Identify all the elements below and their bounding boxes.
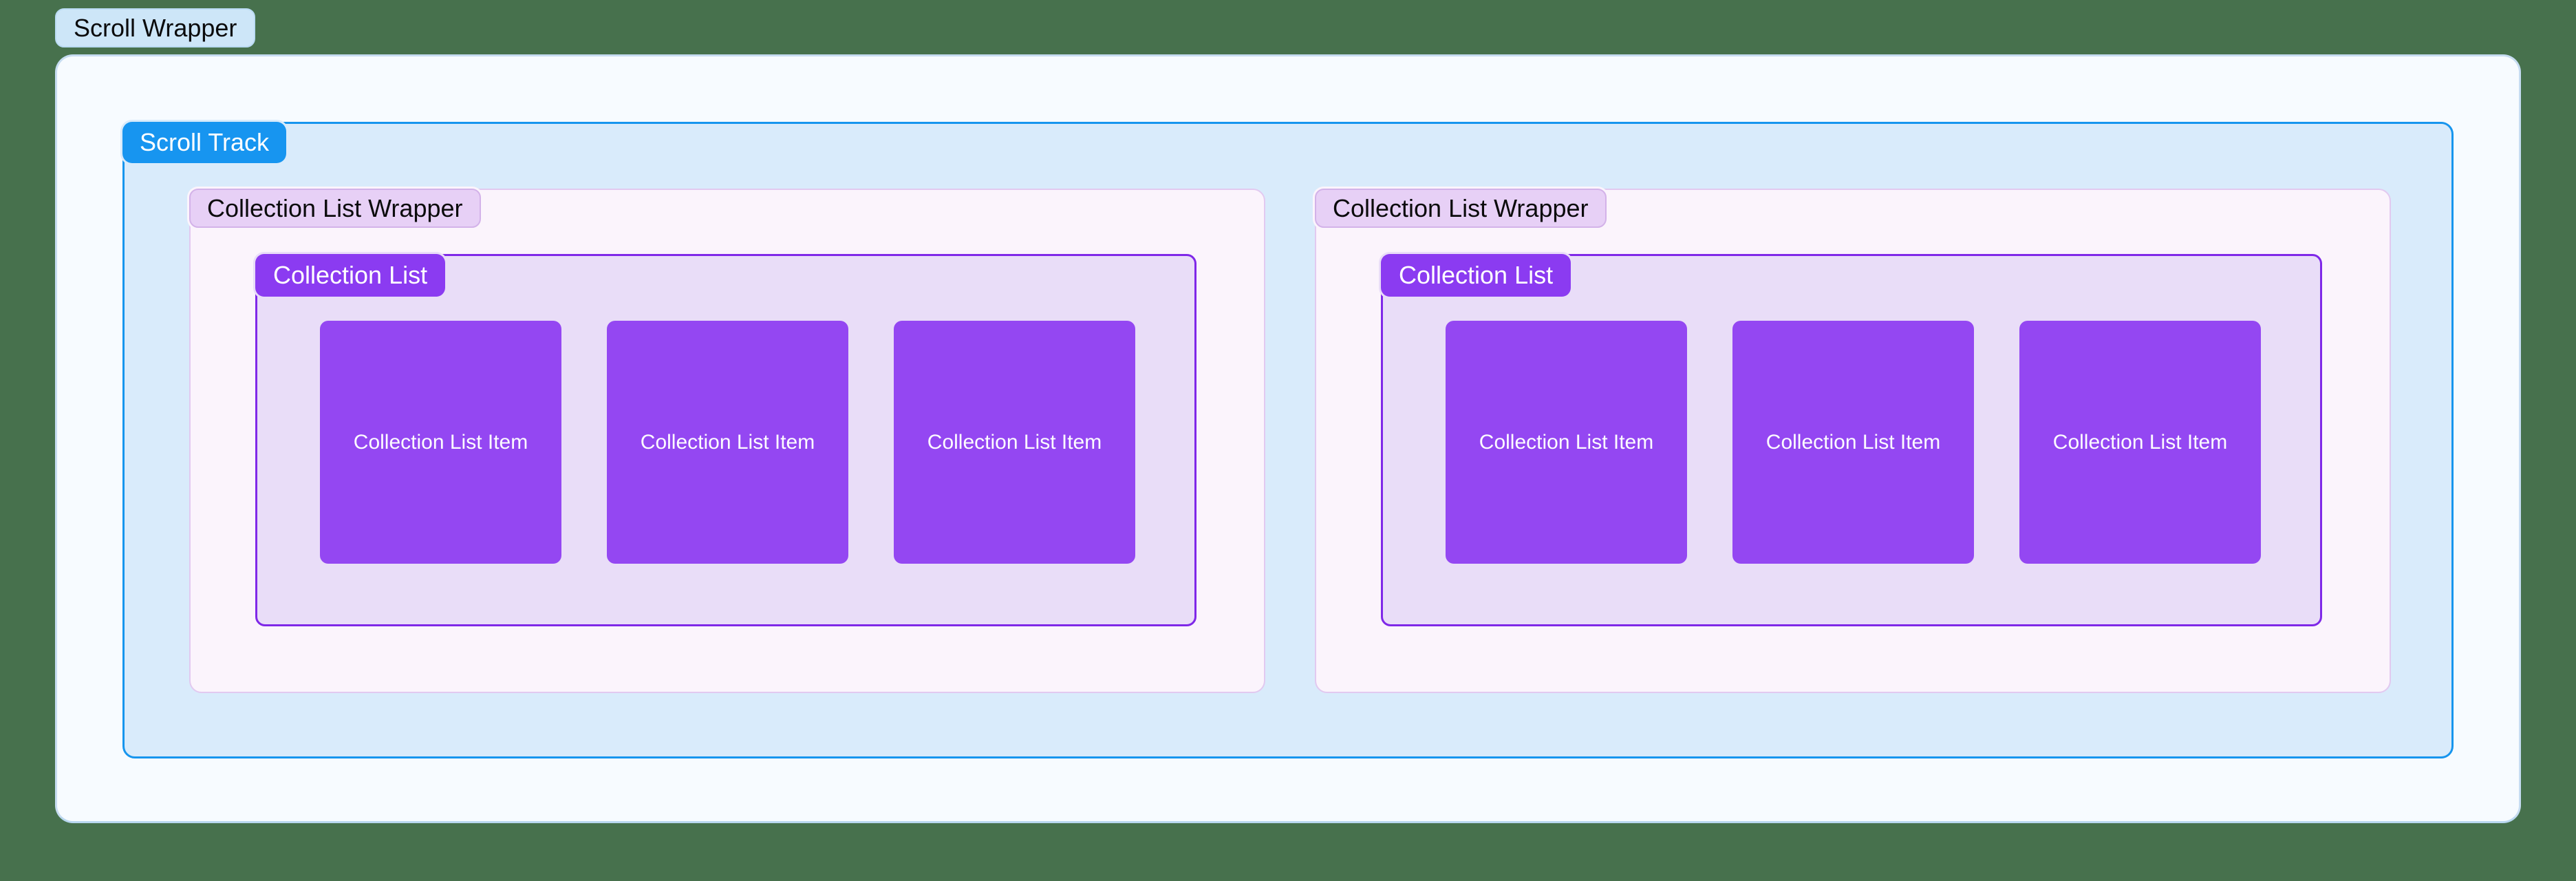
scroll-wrapper-container: Scroll Track Collection List Wrapper Col…: [55, 54, 2521, 823]
collection-list: Collection List Collection List Item Col…: [1381, 254, 2322, 626]
collection-list-item: Collection List Item: [320, 321, 561, 564]
collection-list-item: Collection List Item: [2019, 321, 2261, 564]
collection-list-wrapper-label: Collection List Wrapper: [189, 189, 481, 228]
collection-list-wrapper: Collection List Wrapper Collection List …: [1315, 189, 2391, 693]
collection-list-item: Collection List Item: [1732, 321, 1974, 564]
collection-list: Collection List Collection List Item Col…: [255, 254, 1196, 626]
collection-list-wrapper: Collection List Wrapper Collection List …: [189, 189, 1265, 693]
scroll-wrapper-label: Scroll Wrapper: [55, 8, 256, 47]
scroll-track-label: Scroll Track: [122, 122, 287, 163]
collection-list-label: Collection List: [255, 254, 446, 297]
collection-list-label: Collection List: [1381, 254, 1571, 297]
collection-list-wrapper-label: Collection List Wrapper: [1315, 189, 1607, 228]
scroll-track-container: Scroll Track Collection List Wrapper Col…: [122, 122, 2454, 758]
collection-list-item: Collection List Item: [607, 321, 848, 564]
collection-list-item: Collection List Item: [1446, 321, 1687, 564]
collection-list-item: Collection List Item: [894, 321, 1135, 564]
